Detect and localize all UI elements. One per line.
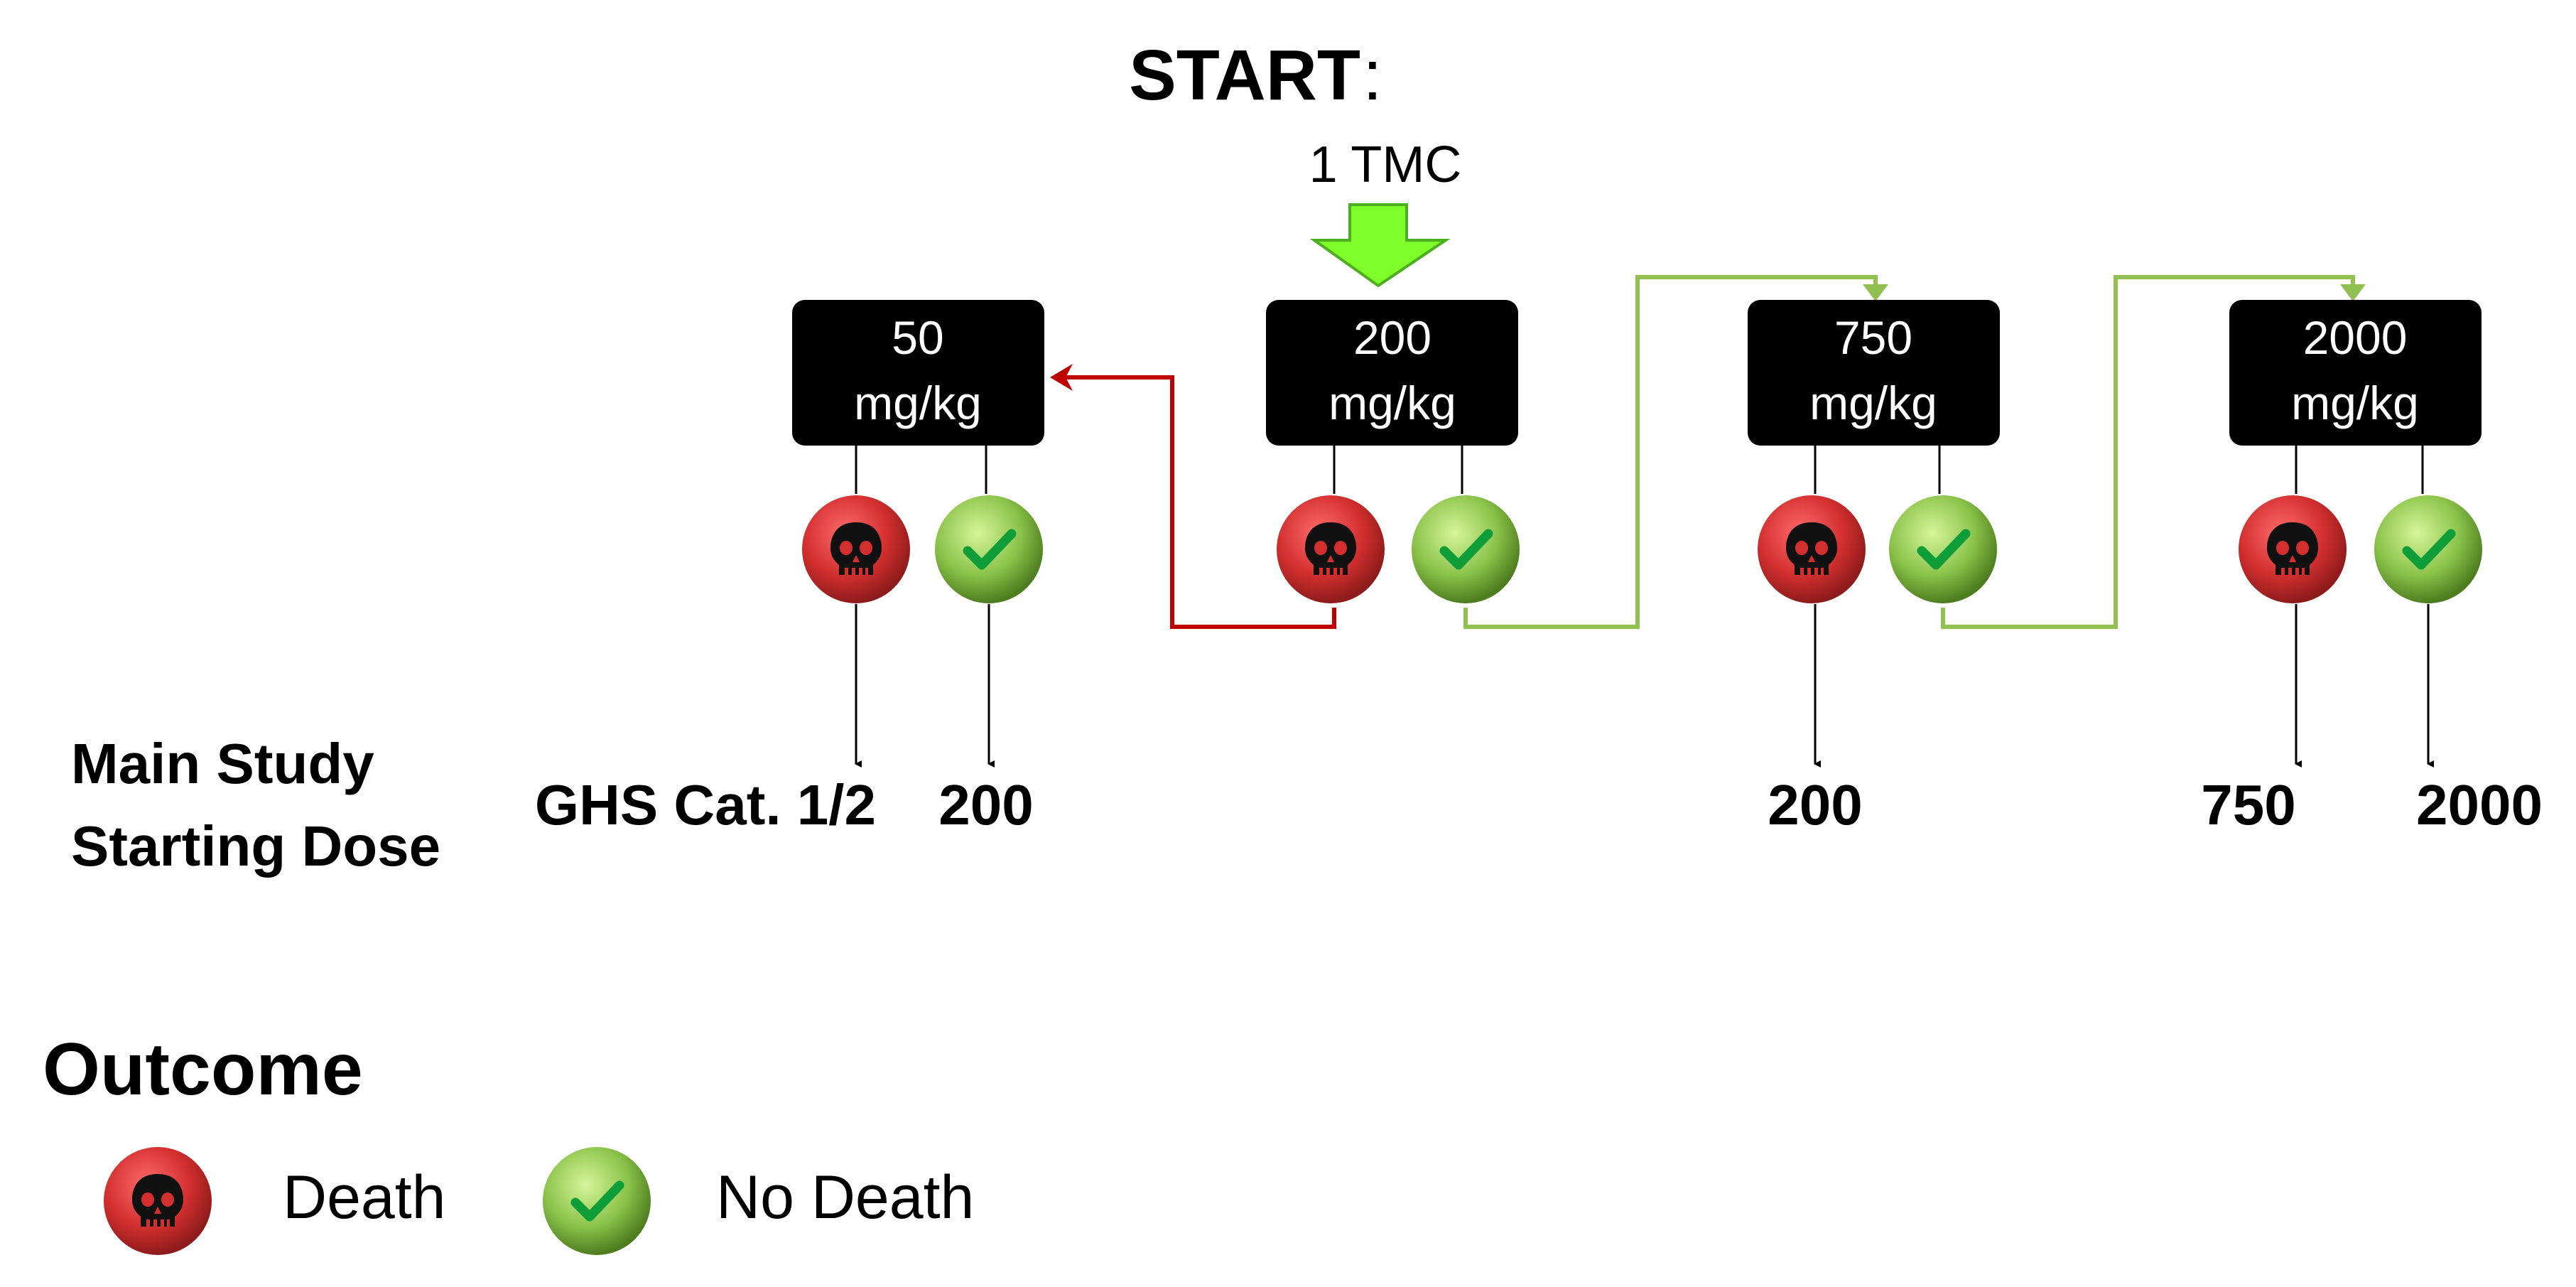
dose-node-200: 200 mg/kg (1266, 300, 1520, 603)
dose-unit: mg/kg (854, 377, 982, 429)
death-path-arrowhead (1050, 364, 1073, 391)
checkmark-icon (1889, 495, 1997, 603)
result-750-death: 200 (1768, 773, 1862, 836)
start-sublabel: 1 TMC (1309, 136, 1462, 193)
result-2000-death: 750 (2201, 773, 2295, 836)
start-label: START (1129, 36, 1360, 115)
no-death-path-line-2 (1941, 275, 2355, 629)
dose-value: 50 (892, 311, 943, 364)
no-death-path-arrowhead-2 (2340, 284, 2366, 301)
row-label-line2: Starting Dose (71, 814, 440, 878)
result-2000-no-death: 2000 (2416, 773, 2543, 836)
row-label-line1: Main Study (71, 732, 374, 795)
result-50-no-death: 200 (938, 773, 1033, 836)
dose-box (1748, 300, 2000, 446)
dose-box (2229, 300, 2482, 446)
no-death-path-line-1 (1463, 275, 1878, 629)
checkmark-icon (935, 495, 1043, 603)
death-path-line (1062, 375, 1336, 629)
legend-checkmark-icon (543, 1147, 651, 1255)
dose-node-750: 750 mg/kg (1748, 300, 2000, 768)
skull-icon (802, 495, 910, 603)
dose-node-2000: 2000 mg/kg (2229, 300, 2482, 768)
dose-unit: mg/kg (1809, 377, 1937, 429)
result-50-death: GHS Cat. 1/2 (535, 773, 876, 836)
dose-value: 2000 (2303, 311, 2408, 364)
start-arrow (1309, 203, 1451, 288)
legend: Outcome Death No Death (43, 1028, 974, 1255)
dose-value: 750 (1834, 311, 1912, 364)
skull-icon (1758, 495, 1866, 603)
dose-box (792, 300, 1044, 446)
no-death-path-arrowhead-1 (1863, 284, 1888, 301)
legend-no-death-label: No Death (716, 1163, 974, 1232)
skull-icon (1277, 495, 1385, 603)
checkmark-icon (2374, 495, 2482, 603)
dose-value: 200 (1353, 311, 1432, 364)
legend-death-label: Death (283, 1163, 446, 1232)
checkmark-icon (1412, 495, 1520, 603)
skull-icon (2239, 495, 2347, 603)
start-colon: : (1363, 36, 1382, 115)
dose-unit: mg/kg (2291, 377, 2419, 429)
dose-unit: mg/kg (1328, 377, 1456, 429)
legend-skull-icon (104, 1147, 212, 1255)
legend-title: Outcome (43, 1028, 363, 1111)
dose-node-50: 50 mg/kg (792, 300, 1044, 768)
dose-box (1266, 300, 1518, 446)
